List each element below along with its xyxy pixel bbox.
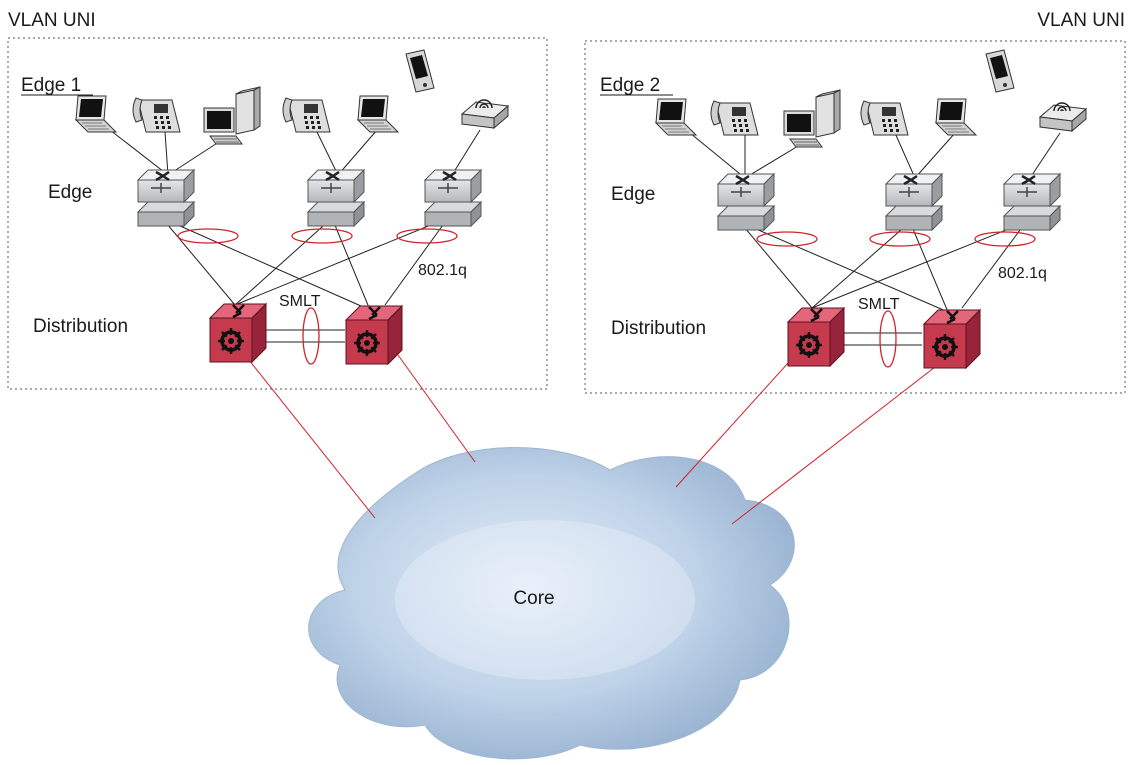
site-edge-1: Edge 1 Edge Distribution SMLT 802.1q [21,49,509,366]
lag-rings [177,228,458,365]
distribution-switch-icon [786,306,846,368]
uplinks [161,217,449,343]
core-label: Core [513,588,554,609]
pda-icon [405,49,435,93]
distribution-switch-icon [208,302,268,364]
distribution-label: Distribution [611,318,706,339]
desktop-pc-icon [203,86,261,145]
endpoint-links [109,129,481,176]
uplinks [739,221,1027,346]
wireless-ap-icon [1039,102,1087,132]
ip-phone-icon [282,97,331,133]
desktop-pc-icon [783,89,841,148]
distribution-switch-icon [344,304,404,366]
edge-switch-icon [716,172,776,232]
site-border-edge-2 [584,40,1126,394]
ip-phone-icon [710,100,759,136]
smlt-label: SMLT [858,296,900,313]
edge-switch-icon [1002,172,1062,232]
endpoint-links [689,132,1061,179]
edge-switch-icon [884,172,944,232]
smlt-label: SMLT [279,293,321,310]
edge-switch-icon [306,168,366,228]
site-edge-2: Edge 2 Edge Distribution SMLT 802.1q [600,49,1087,370]
smlt-ring [302,307,320,365]
site-title: Edge 2 [600,75,660,96]
smlt-ring [879,310,897,368]
lag-rings [756,231,1036,368]
laptop-icon [655,98,697,136]
trunk-label: 802.1q [998,265,1047,282]
trunk-label: 802.1q [418,262,467,279]
laptop-icon [75,95,117,133]
wireless-ap-icon [461,99,509,129]
core-cloud-icon [308,447,795,760]
site-title: Edge 1 [21,75,81,96]
edge-label: Edge [48,182,92,203]
vlan-uni-label-left: VLAN UNI [8,10,96,31]
pda-icon [985,49,1015,93]
vlan-uni-label-right: VLAN UNI [1037,10,1125,31]
distribution-switch-icon [922,308,982,370]
core-links [232,339,949,525]
laptop-icon [357,95,399,133]
ip-phone-icon [860,100,909,136]
laptop-icon [935,98,977,136]
edge-switch-icon [136,168,196,228]
edge-label: Edge [611,184,655,205]
edge-switch-icon [423,168,483,228]
distribution-label: Distribution [33,316,128,337]
ip-phone-icon [132,97,181,133]
